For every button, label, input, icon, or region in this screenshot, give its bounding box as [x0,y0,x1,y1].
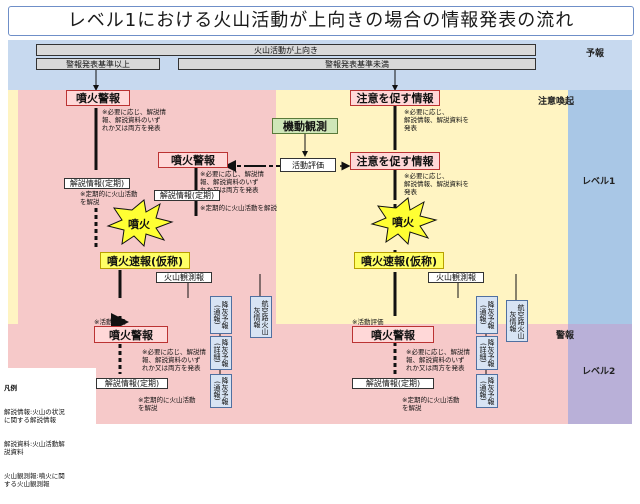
box-funka-keiho-top-left: 噴火警報 [66,90,130,106]
legend-item-kansoku: 火山観測報:噴火に関 する火山観測報 [4,472,65,488]
header-keiho-ijou: 警報発表基準以上 [36,58,160,70]
burst-label-left: 噴火 [128,218,150,231]
box-kaisetsu-teiki-3: 解説情報(定期) [96,378,168,389]
note-n3: ※必要に応じ、 解説情報、解説資料を 発表 [404,108,469,132]
flow-diagram: 予報 注意喚起 レベル1 警報 レベル2 火山活動が上向き 警報発表基準以上 警… [0,40,640,488]
note-n9: ※必要に応じ、解説情 報、解説資料のいず れか又は両方を発表 [142,348,206,372]
note-n8: ※活動評価 [352,318,384,326]
legend-item-kaisetsu: 解説情報:火山の状況 に関する解説情報 [4,408,65,424]
box-koukuu-right: 航空路火山灰情報 [506,300,528,342]
zone-label-chuuikanki: 注意喚起 [538,97,575,107]
box-funka-keiho-mid-left: 噴火警報 [158,152,228,168]
page-title: レベル1における火山活動が上向きの場合の情報発表の流れ [8,6,634,36]
box-sokuhou-right: 噴火速報(仮称) [354,252,444,269]
box-katsudou-hyouka: 活動評価 [280,158,336,172]
note-n5: ※定期的に火山活動 を解説 [80,190,138,206]
note-n11: ※定期的に火山活動 を解説 [138,396,196,412]
zone-label-yoho: 予報 [586,49,605,59]
zone-level2 [568,324,632,424]
box-kidou-kansoku: 機動観測 [272,118,338,134]
box-chuui-mid: 注意を促す情報 [350,152,440,170]
box-kaisetsu-teiki-2: 解説情報(定期) [154,190,220,201]
note-n4: ※必要に応じ、 解説情報、解説資料を 発表 [404,172,469,196]
box-kaisetsu-teiki-4: 解説情報(定期) [352,378,434,389]
box-kouhai-right-2: 降灰予報(詳細) [476,336,498,370]
box-koukuu-left: 航空路火山灰情報 [250,296,272,338]
box-kouhai-right-3: 降灰予報(通報) [476,374,498,408]
burst-right [370,197,438,246]
zone-label-level1: レベル1 [582,177,616,187]
box-kouhai-left-1: 降灰予報(通報) [210,296,232,334]
box-funka-keiho-bottom-left: 噴火警報 [94,326,168,343]
legend-item-shiryou: 解説資料:火山活動解 説資料 [4,440,65,456]
box-kazan-kansoku-left: 火山観測報 [156,272,212,283]
box-kouhai-left-3: 降灰予報(通報) [210,374,232,408]
burst-label-right: 噴火 [392,216,414,229]
note-n10: ※必要に応じ、解説情 報、解説資料のいず れか又は両方を発表 [406,348,470,372]
zone-label-level2: レベル2 [582,367,616,377]
note-n1: ※必要に応じ、解説情 報、解説資料のいず れか又は両方を発表 [102,108,166,132]
note-n6: ※定期的に火山活動を解説 [200,204,277,212]
zone-level1 [568,90,632,324]
box-kouhai-left-2: 降灰予報(詳細) [210,336,232,370]
box-kaisetsu-teiki-1: 解説情報(定期) [64,178,130,189]
zone-label-keiho: 警報 [556,331,575,341]
note-n2: ※必要に応じ、解説情 報、解説資料のいず れか又は両方を発表 [200,170,264,194]
legend: 凡例 解説情報:火山の状況 に関する解説情報 解説資料:火山活動解 説資料 火山… [4,368,96,488]
note-n7: ※活動評価 [94,318,126,326]
box-kazan-kansoku-right: 火山観測報 [428,272,484,283]
burst-left [106,199,174,248]
legend-heading: 凡例 [4,384,17,392]
box-kouhai-right-1: 降灰予報(通報) [476,296,498,334]
note-n12: ※定期的に火山活動 を解説 [402,396,460,412]
box-sokuhou-left: 噴火速報(仮称) [100,252,190,269]
box-funka-keiho-bottom-right: 噴火警報 [352,326,434,343]
header-keiho-miman: 警報発表基準未満 [178,58,536,70]
box-chuui-top: 注意を促す情報 [350,90,440,106]
header-kazan-kappatsu: 火山活動が上向き [36,44,536,56]
